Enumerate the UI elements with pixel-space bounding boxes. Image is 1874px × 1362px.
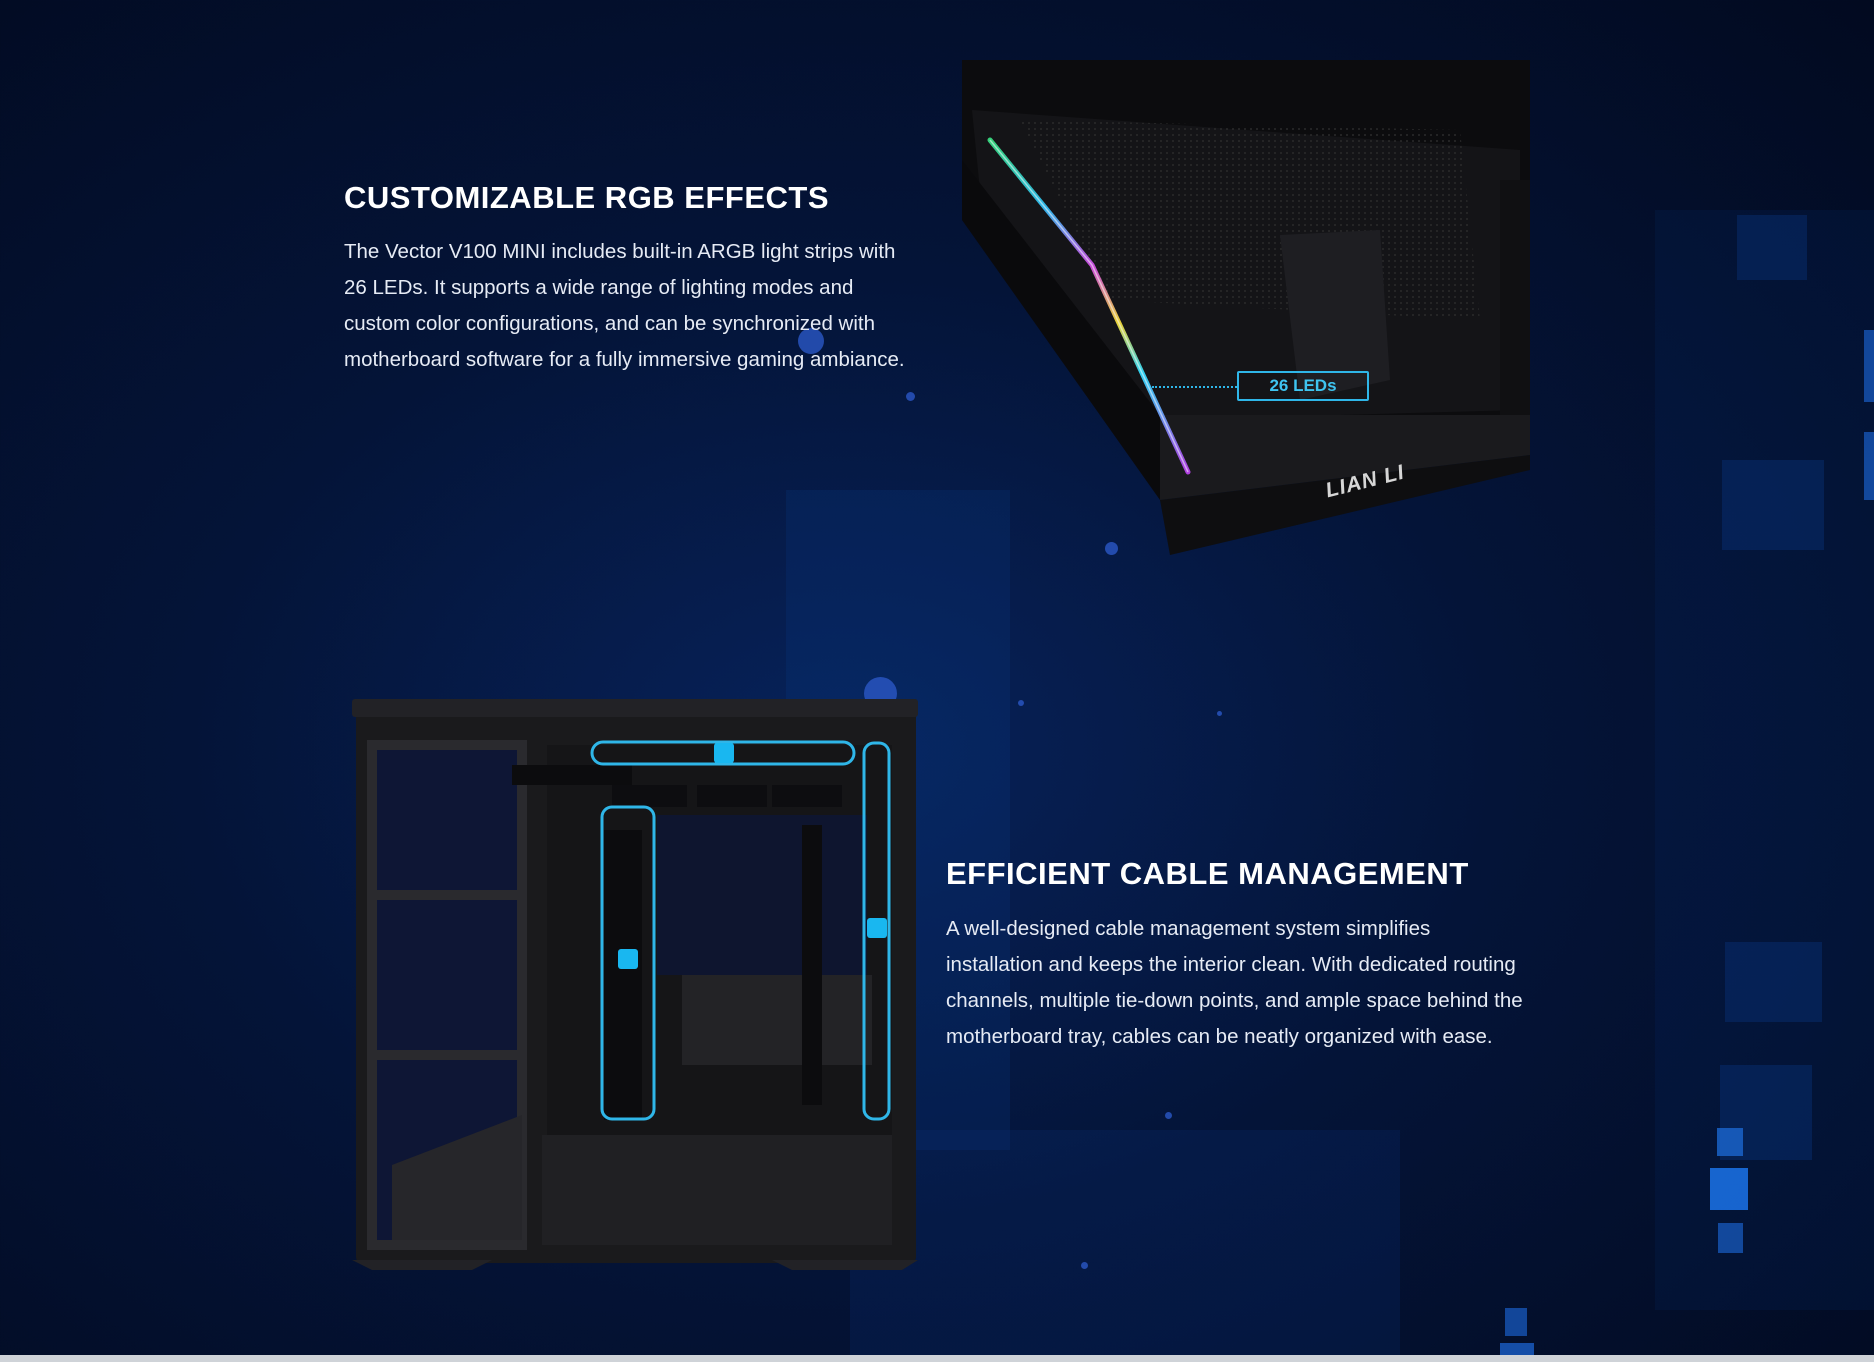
led-callout-leader-line (1152, 386, 1237, 388)
led-count-callout: 26 LEDs (1237, 371, 1369, 401)
case-cable-management-image (352, 699, 918, 1270)
rgb-section-title: CUSTOMIZABLE RGB EFFECTS (344, 180, 830, 215)
cable-section-description: A well-designed cable management system … (946, 917, 1523, 1048)
rgb-section-description: The Vector V100 MINI includes built-in A… (344, 240, 905, 371)
page-bottom-bar (0, 1355, 1874, 1362)
case-rgb-strip-image (962, 60, 1530, 555)
cable-section-title: EFFICIENT CABLE MANAGEMENT (946, 856, 1469, 891)
